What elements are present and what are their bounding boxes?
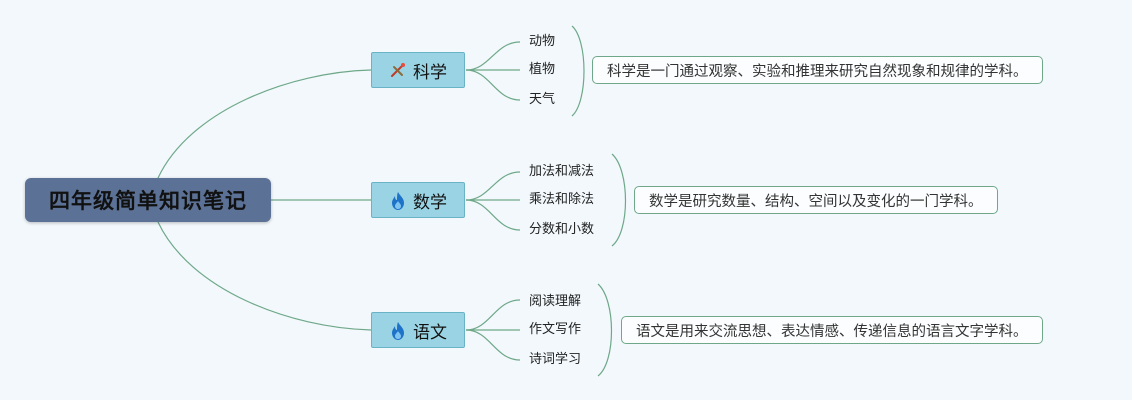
science-sub-connector-1 [465, 41, 521, 71]
subtopic-item: 动物 [529, 34, 556, 49]
science-sub-connector-3 [465, 69, 521, 101]
branch-science[interactable]: 科学 [371, 52, 465, 88]
root-node[interactable]: 四年级简单知识笔记 [25, 178, 271, 222]
subtopic-item: 天气 [529, 92, 556, 107]
branch-chinese[interactable]: 语文 [371, 312, 465, 348]
description-box: 科学是一门通过观察、实验和推理来研究自然现象和规律的学科。 [592, 56, 1043, 84]
subtopic-item: 作文写作 [529, 322, 582, 337]
chinese-sub-connector-3 [465, 329, 521, 361]
math-sub-connector-3 [465, 199, 521, 231]
branch-label: 数学 [413, 192, 447, 213]
subtopic-item: 乘法和除法 [529, 192, 595, 207]
root-to-chinese-connector [157, 221, 372, 331]
math-brace [611, 153, 626, 247]
description-text: 科学是一门通过观察、实验和推理来研究自然现象和规律的学科。 [607, 63, 1028, 80]
math-sub-connector-1 [465, 171, 521, 201]
description-text: 语文是用来交流思想、表达情感、传递信息的语言文字学科。 [636, 323, 1028, 340]
chinese-brace [597, 283, 612, 377]
root-label: 四年级简单知识笔记 [49, 189, 247, 213]
fire-icon [389, 191, 407, 210]
branch-label: 语文 [413, 322, 447, 343]
subtopic-item: 诗词学习 [529, 352, 582, 367]
branch-label: 科学 [413, 62, 447, 83]
fire-icon [389, 321, 407, 340]
branch-math[interactable]: 数学 [371, 182, 465, 218]
chinese-sub-connector-1 [465, 299, 521, 331]
crossed-tools-icon [389, 61, 407, 79]
subtopic-item: 植物 [529, 62, 556, 77]
subtopic-item: 分数和小数 [529, 222, 595, 237]
root-to-science-connector [157, 69, 372, 179]
subtopic-item: 阅读理解 [529, 294, 582, 309]
description-box: 数学是研究数量、结构、空间以及变化的一门学科。 [634, 186, 998, 214]
description-text: 数学是研究数量、结构、空间以及变化的一门学科。 [649, 193, 983, 210]
subtopic-item: 加法和减法 [529, 164, 595, 179]
description-box: 语文是用来交流思想、表达情感、传递信息的语言文字学科。 [621, 316, 1043, 344]
science-brace [571, 25, 585, 117]
